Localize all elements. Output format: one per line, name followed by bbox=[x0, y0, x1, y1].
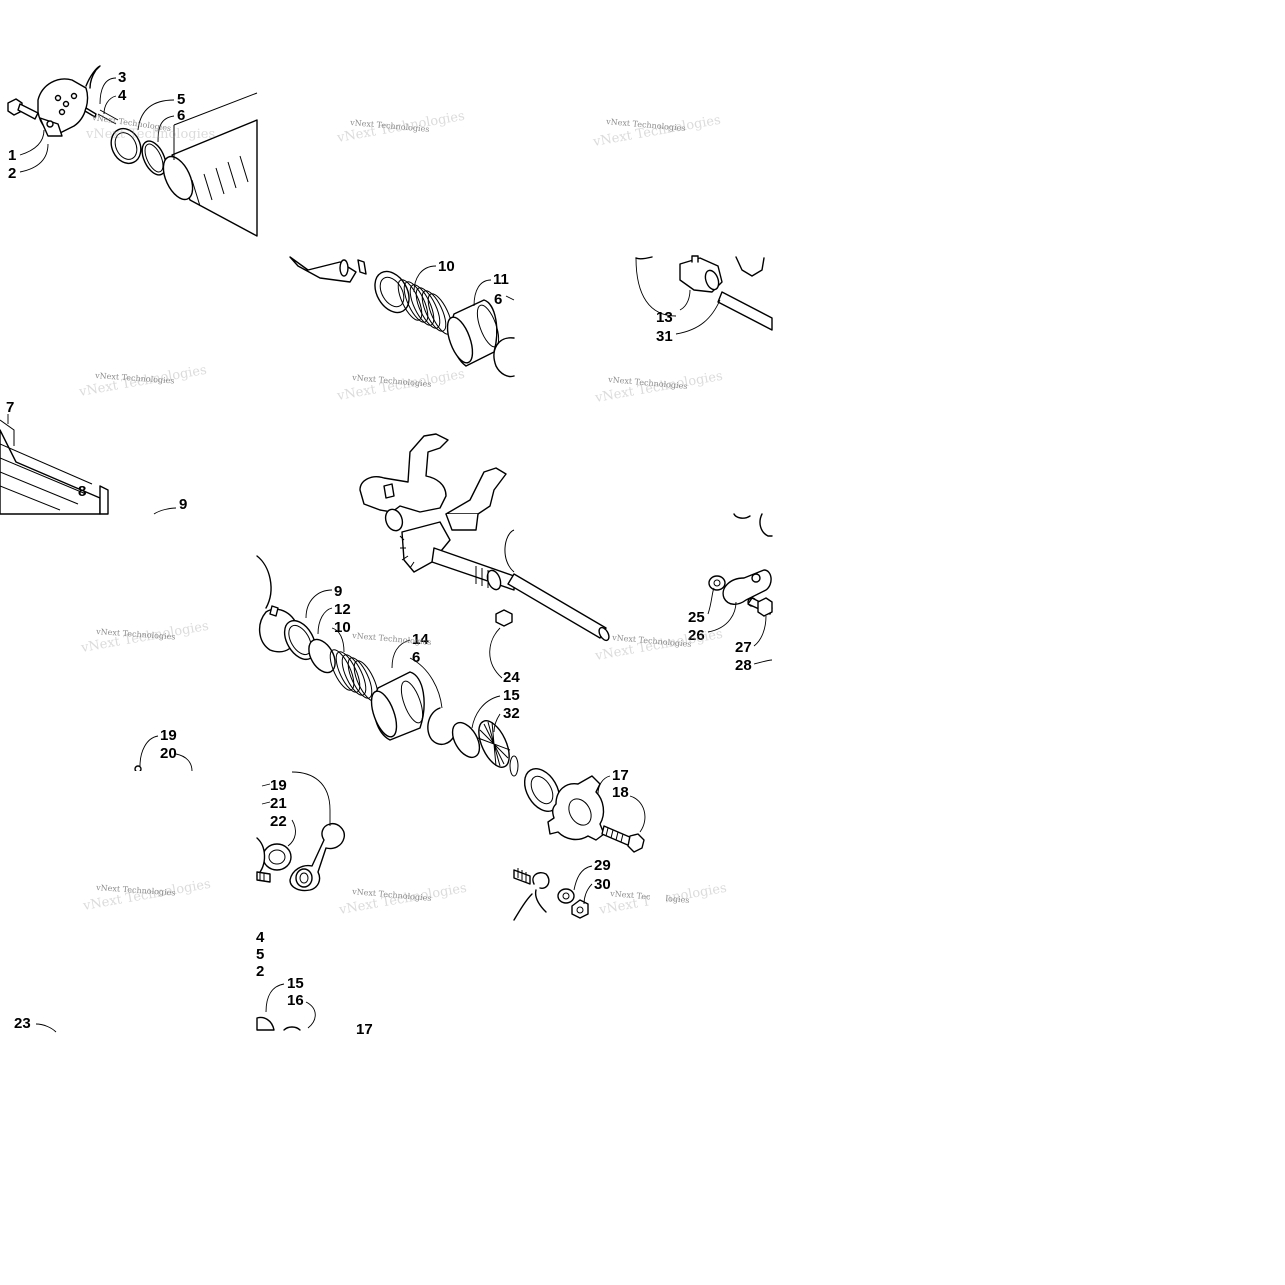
callout-19: 19 bbox=[160, 727, 177, 744]
tile-r2c1: vNext Technologies vNext Technologies bbox=[77, 363, 208, 400]
callout-6: 6 bbox=[177, 107, 185, 124]
tile-r2r3c2-shift-forks bbox=[359, 433, 610, 679]
tile-r4c2: 19 21 22 vNext Technologies vNext Techno… bbox=[256, 771, 468, 918]
callout-21: 21 bbox=[270, 795, 287, 812]
tile-r3c2: 9 12 10 14 6 24 15 32 vNext Technologies bbox=[256, 555, 520, 777]
callout-15: 15 bbox=[287, 975, 304, 992]
callout-28: 28 bbox=[735, 657, 752, 674]
callout-2: 2 bbox=[8, 165, 16, 182]
callout-13: 13 bbox=[656, 309, 673, 326]
callout-32: 32 bbox=[503, 705, 520, 722]
callout-11: 11 bbox=[493, 271, 509, 288]
tile-r2c3: 13 31 vNext Technologies vNext Technolog… bbox=[593, 255, 773, 406]
tile-r1c2: vNext Technologies vNext Technologies bbox=[335, 109, 466, 146]
callout-15: 15 bbox=[503, 687, 520, 704]
tile-r3c3: 25 26 27 28 vNext Technologies vNext Tec… bbox=[593, 513, 773, 674]
callout-16: 16 bbox=[287, 992, 304, 1009]
callout-9: 9 bbox=[334, 583, 342, 600]
tile-r5: 4 5 2 15 16 23 17 bbox=[14, 929, 373, 1038]
callout-5: 5 bbox=[256, 946, 264, 963]
callout-25: 25 bbox=[688, 609, 705, 626]
callout-14: 14 bbox=[412, 631, 429, 648]
shift-drum-part bbox=[162, 92, 258, 237]
bolt-part bbox=[7, 98, 39, 120]
callout-19: 19 bbox=[270, 777, 287, 794]
callout-10: 10 bbox=[334, 619, 351, 636]
callout-3: 3 bbox=[118, 69, 126, 86]
callout-23: 23 bbox=[14, 1015, 31, 1032]
callout-17: 17 bbox=[612, 767, 629, 784]
callout-24: 24 bbox=[503, 669, 520, 686]
callout-31: 31 bbox=[656, 328, 673, 345]
callout-26: 26 bbox=[688, 627, 705, 644]
callout-30: 30 bbox=[594, 876, 611, 893]
tile-r4c1: vNext Technologies vNext Technologies bbox=[81, 771, 257, 920]
tile-r2c2: 10 11 6 vNext Technologies vNext Technol… bbox=[289, 256, 515, 404]
callout-18: 18 bbox=[612, 784, 629, 801]
callout-9: 9 bbox=[179, 496, 187, 513]
callout-27: 27 bbox=[735, 639, 752, 656]
watermark-ghost: vNext Technologies bbox=[85, 127, 215, 142]
callout-6: 6 bbox=[412, 649, 420, 666]
tile-r4c3: 17 18 29 30 vNext Technologies vNext Tec… bbox=[513, 767, 728, 921]
tile-r1c3: vNext Technologies vNext Technologies bbox=[591, 113, 722, 150]
tile-r1c1: 1 2 3 4 5 6 vNext Technologies vNext Tec… bbox=[7, 65, 258, 237]
callout-12: 12 bbox=[334, 601, 351, 618]
callout-4: 4 bbox=[118, 87, 127, 104]
callout-7: 7 bbox=[6, 399, 14, 416]
callout-20: 20 bbox=[160, 745, 177, 762]
housing-part bbox=[37, 65, 101, 137]
callout-17: 17 bbox=[356, 1021, 373, 1038]
tile-r3c1: 7 8 9 vNext Technologies vNext Technolog… bbox=[0, 399, 210, 773]
callout-6: 6 bbox=[494, 291, 502, 308]
callout-10: 10 bbox=[438, 258, 455, 275]
callout-8: 8 bbox=[78, 483, 86, 500]
callout-4: 4 bbox=[256, 929, 265, 946]
callout-1: 1 bbox=[8, 147, 16, 164]
callout-5: 5 bbox=[177, 91, 185, 108]
callout-29: 29 bbox=[594, 857, 611, 874]
callout-2: 2 bbox=[256, 963, 264, 980]
callout-22: 22 bbox=[270, 813, 287, 830]
